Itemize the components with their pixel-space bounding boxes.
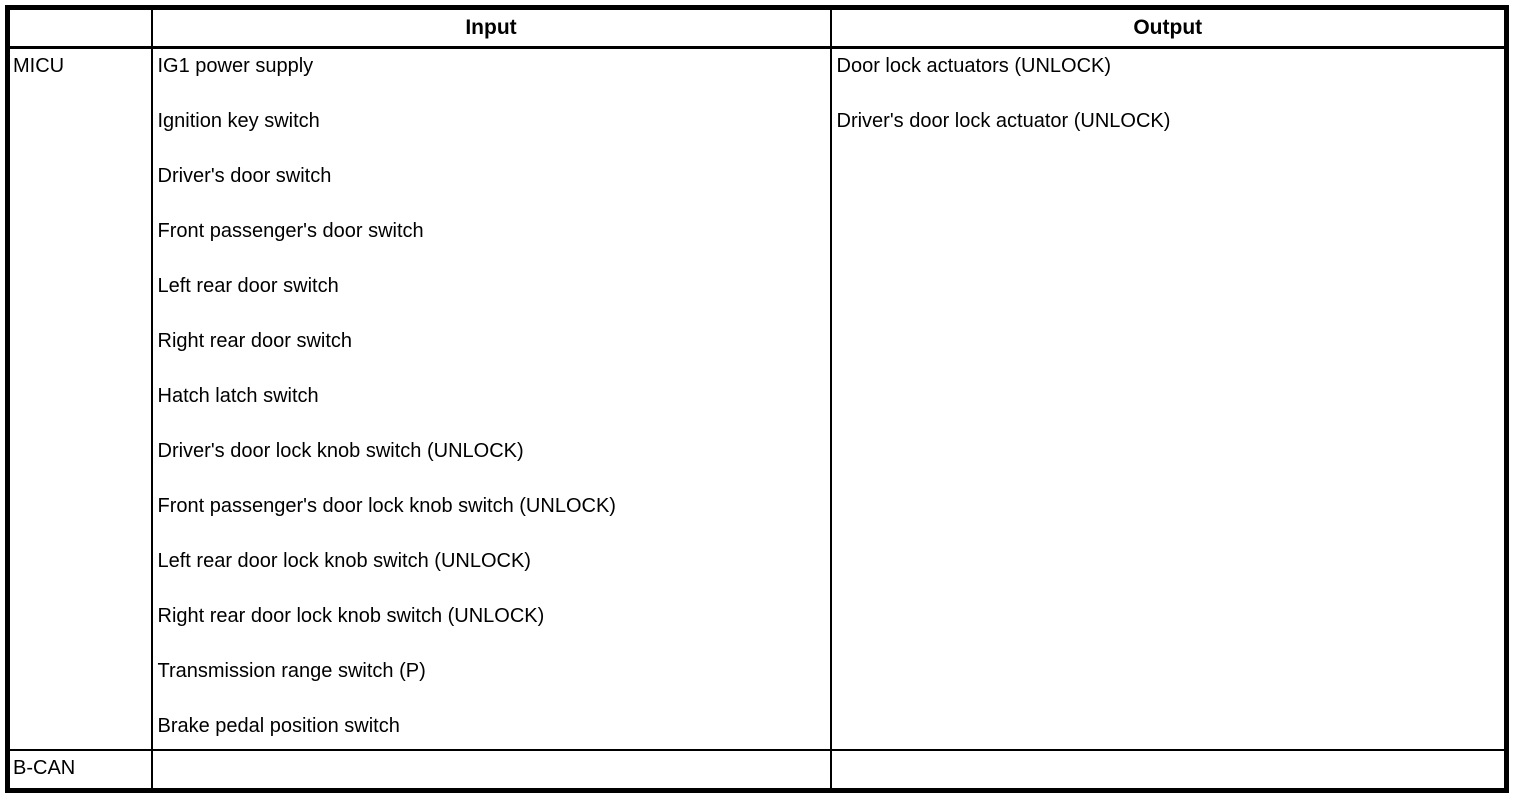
input-item: Left rear door switch [157, 275, 339, 297]
bcan-outputs-cell [829, 749, 1508, 792]
input-item: Ignition key switch [157, 110, 320, 132]
input-item: Driver's door switch [157, 165, 332, 187]
input-item: Front passenger's door lock knob switch … [157, 495, 616, 517]
input-item: Driver's door lock knob switch (UNLOCK) [157, 440, 524, 462]
input-item: Brake pedal position switch [157, 715, 400, 737]
input-item: Transmission range switch (P) [157, 660, 426, 682]
input-item: Left rear door lock knob switch (UNLOCK) [157, 550, 531, 572]
input-item: Right rear door switch [157, 330, 353, 352]
row-label-bcan: B-CAN [6, 749, 153, 792]
input-item: Front passenger's door switch [157, 220, 424, 242]
header-output-cell: Output [829, 6, 1508, 49]
header-row: Input Output [6, 6, 1508, 49]
input-item: IG1 power supply [157, 55, 314, 77]
input-item: Hatch latch switch [157, 385, 319, 407]
row-label-micu: MICU [6, 46, 153, 751]
table-row-bcan: B-CAN [6, 749, 1508, 792]
bcan-inputs-cell [150, 749, 832, 792]
header-input-cell: Input [150, 6, 832, 49]
micu-outputs-cell: Door lock actuators (UNLOCK) Driver's doo… [829, 46, 1508, 751]
output-item: Driver's door lock actuator (UNLOCK) [836, 110, 1171, 132]
output-item: Door lock actuators (UNLOCK) [836, 55, 1112, 77]
input-item: Right rear door lock knob switch (UNLOCK… [157, 605, 545, 627]
header-blank-cell [6, 6, 153, 49]
